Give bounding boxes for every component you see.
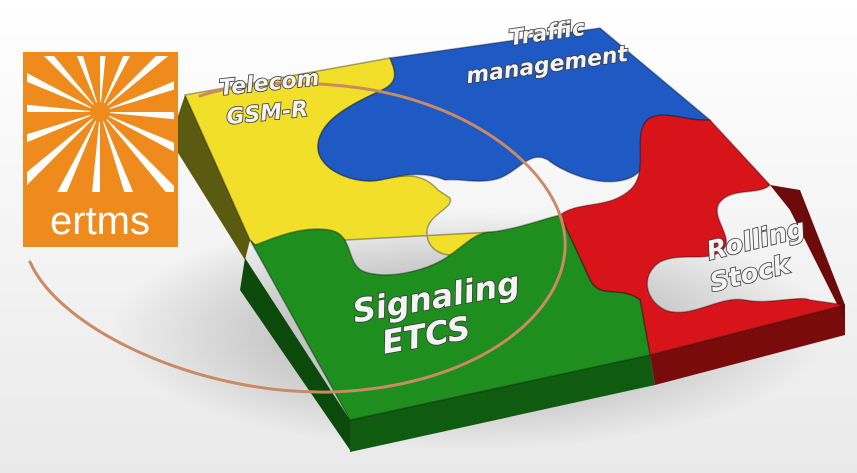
logo-text: ertms — [50, 199, 150, 243]
